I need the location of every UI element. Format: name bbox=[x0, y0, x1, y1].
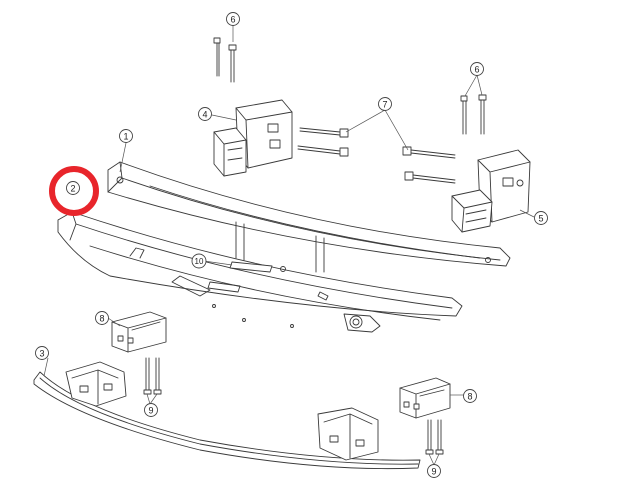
callout-label: 8 bbox=[99, 314, 104, 324]
bolt-group-7-right bbox=[402, 146, 456, 184]
callout-label: 3 bbox=[39, 349, 44, 359]
callout-10: 10 bbox=[191, 253, 207, 269]
callout-7: 7 bbox=[378, 97, 392, 111]
bumper-beam-2 bbox=[57, 211, 463, 333]
bracket-5 bbox=[451, 149, 531, 233]
upper-beam-1 bbox=[107, 161, 511, 273]
callout-6-right: 6 bbox=[470, 62, 484, 76]
callout-label: 6 bbox=[474, 65, 479, 75]
callout-9-left: 9 bbox=[144, 403, 158, 417]
callout-4: 4 bbox=[198, 107, 212, 121]
bolt-group-7-left bbox=[297, 127, 349, 157]
bolt-pair-9-right bbox=[425, 419, 444, 455]
callout-label: 10 bbox=[195, 257, 204, 266]
callout-6-top: 6 bbox=[226, 12, 240, 26]
callout-3: 3 bbox=[35, 346, 49, 360]
highlight-ring bbox=[49, 166, 99, 216]
callout-label: 9 bbox=[148, 406, 153, 416]
bracket-8-left bbox=[111, 311, 167, 353]
plate-10 bbox=[229, 261, 273, 273]
lower-bar-3 bbox=[33, 361, 421, 470]
callout-9-right: 9 bbox=[427, 464, 441, 478]
bracket-4 bbox=[213, 99, 293, 177]
callout-label: 9 bbox=[431, 467, 436, 477]
callout-label: 6 bbox=[230, 15, 235, 25]
callout-8-right: 8 bbox=[463, 389, 477, 403]
callout-label: 1 bbox=[123, 132, 128, 142]
bolt-pair-top-right bbox=[460, 94, 487, 135]
callout-5: 5 bbox=[534, 211, 548, 225]
bolt-pair-9-left bbox=[143, 357, 162, 395]
callout-8-left: 8 bbox=[95, 311, 109, 325]
callout-1: 1 bbox=[119, 129, 133, 143]
leader-lines bbox=[43, 25, 535, 466]
callout-2[interactable]: 2 bbox=[66, 181, 80, 195]
callout-label: 4 bbox=[202, 110, 207, 120]
bracket-8-right bbox=[399, 377, 451, 419]
callout-label: 7 bbox=[382, 100, 387, 110]
bolt-pair-top-center bbox=[213, 37, 237, 83]
callout-label: 8 bbox=[467, 392, 472, 402]
callout-label: 2 bbox=[70, 184, 75, 194]
callout-label: 5 bbox=[538, 214, 543, 224]
